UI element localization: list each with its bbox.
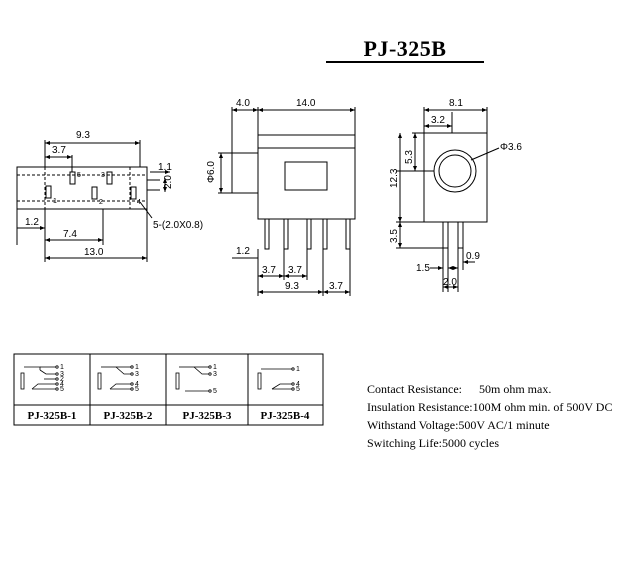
- spec-value: 50m ohm max.: [479, 382, 552, 396]
- dim-9-3: 9.3: [76, 130, 90, 141]
- v4-pin-5: 5: [296, 386, 300, 393]
- front-view-sleeve: [231, 152, 259, 194]
- front-pin-e: [345, 218, 351, 250]
- end-view-socket-inner: [438, 154, 472, 188]
- front-pin-b: [283, 218, 289, 250]
- front-pin-c: [306, 218, 312, 250]
- dim-14-0: 14.0: [296, 98, 316, 109]
- dim-9-3-front: 9.3: [285, 281, 299, 292]
- variant-3-schematic: [175, 365, 212, 393]
- dim-1-1: 1.1: [158, 162, 172, 173]
- v3-pin-3: 3: [213, 371, 217, 378]
- variant-4-schematic: [257, 367, 295, 391]
- v2-pin-3: 3: [135, 371, 139, 378]
- spec-label: Switching Life:: [367, 436, 442, 450]
- side-pin-2: [91, 186, 98, 200]
- end-pin-a: [442, 221, 449, 249]
- dim-4-0: 4.0: [236, 98, 250, 109]
- dim-phi-3-6: Φ3.6: [500, 142, 522, 153]
- dim-7-4: 7.4: [63, 229, 77, 240]
- v3-pin-5: 5: [213, 388, 217, 395]
- spec-label: Contact Resistance:: [367, 382, 462, 396]
- title-underline: [326, 61, 484, 63]
- v1-pin-4: 4: [60, 381, 64, 388]
- end-view: [396, 107, 500, 292]
- side-pin-label-5: 5: [77, 172, 81, 179]
- side-pin-label-2: 2: [99, 199, 103, 206]
- dim-3-7-front-c: 3.7: [329, 281, 343, 292]
- spec-row-withstand-voltage: Withstand Voltage:500V AC/1 minute: [367, 416, 612, 434]
- dim-8-1: 8.1: [449, 98, 463, 109]
- v1-pin-2: 2: [60, 376, 64, 383]
- side-pin-1: [45, 185, 52, 199]
- dim-2-0-end: 2.0: [443, 277, 457, 288]
- side-pin-4: [130, 186, 137, 200]
- dim-1-5: 1.5: [416, 263, 430, 274]
- variant-table: [13, 353, 324, 426]
- dim-2-0-side: 2.0: [163, 175, 174, 189]
- front-view-window: [284, 161, 328, 191]
- variant-label-2: PJ-325B-2: [104, 410, 153, 422]
- variant-label-3: PJ-325B-3: [183, 410, 232, 422]
- spec-value: 5000 cycles: [442, 436, 499, 450]
- v1-pin-5: 5: [60, 386, 64, 393]
- v2-pin-4: 4: [135, 381, 139, 388]
- variant-2-schematic: [97, 365, 134, 391]
- side-pin-3: [106, 171, 113, 185]
- spec-label: Insulation Resistance:: [367, 400, 473, 414]
- side-pin-label-3: 3: [101, 172, 105, 179]
- dim-3-7-side: 3.7: [52, 145, 66, 156]
- dim-12-3: 12.3: [389, 168, 400, 188]
- v4-pin-1: 1: [296, 366, 300, 373]
- side-view-body: [16, 166, 148, 210]
- spec-value: 500V AC/1 minute: [458, 418, 550, 432]
- spec-row-switching-life: Switching Life:5000 cycles: [367, 434, 612, 452]
- front-pin-a: [264, 218, 270, 250]
- variant-label-4: PJ-325B-4: [261, 410, 310, 422]
- v1-pin-3: 3: [60, 371, 64, 378]
- dim-3-7-front-b: 3.7: [288, 265, 302, 276]
- end-view-body: [423, 132, 488, 223]
- side-view: [16, 140, 170, 262]
- side-pin-label-4: 4: [137, 199, 141, 206]
- v3-pin-1: 1: [213, 364, 217, 371]
- front-pin-d: [322, 218, 328, 250]
- dim-3-2: 3.2: [431, 115, 445, 126]
- spec-label: Withstand Voltage:: [367, 418, 459, 432]
- front-view: [218, 107, 356, 296]
- v4-pin-4: 4: [296, 381, 300, 388]
- variant-1-schematic: [20, 365, 59, 391]
- v2-pin-5: 5: [135, 386, 139, 393]
- end-pin-b: [457, 221, 464, 249]
- dim-3-7-front-a: 3.7: [262, 265, 276, 276]
- dim-5-3: 5.3: [404, 150, 415, 164]
- end-view-socket-outer: [433, 149, 477, 193]
- dim-1-2-side: 1.2: [25, 217, 39, 228]
- dim-pin-size: 5-(2.0X0.8): [153, 220, 203, 231]
- variant-label-1: PJ-325B-1: [28, 410, 77, 422]
- spec-value: 100M ohm min. of 500V DC: [472, 400, 613, 414]
- v1-pin-1: 1: [60, 364, 64, 371]
- dim-0-9: 0.9: [466, 251, 480, 262]
- side-pin-5: [69, 171, 76, 185]
- dim-13-0: 13.0: [84, 247, 104, 258]
- page-title: PJ-325B: [363, 36, 447, 61]
- dim-1-2-front: 1.2: [236, 246, 250, 257]
- spec-list: Contact Resistance: 50m ohm max. Insulati…: [367, 380, 612, 452]
- spec-row-contact-resistance: Contact Resistance: 50m ohm max.: [367, 380, 612, 398]
- spec-row-insulation-resistance: Insulation Resistance:100M ohm min. of 5…: [367, 398, 612, 416]
- dim-phi-6-0: Φ6.0: [206, 161, 217, 183]
- dim-3-5: 3.5: [389, 229, 400, 243]
- v2-pin-1: 1: [135, 364, 139, 371]
- side-pin-label-1: 1: [53, 198, 57, 205]
